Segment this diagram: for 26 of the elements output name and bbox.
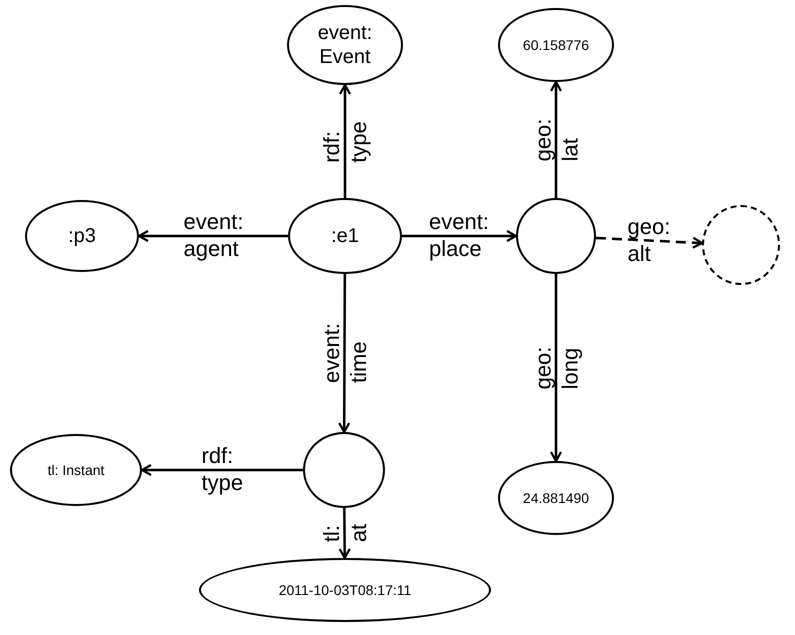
arrow [402,230,518,242]
node-label: 24.881490 [522,490,590,506]
node-label: 2011-10-03T08:17:11 [278,582,412,598]
node-label: 60.158776 [522,36,590,54]
arrow [138,230,288,242]
arrow [140,464,303,476]
arrow [550,80,562,198]
node-label: :p3 [68,224,96,248]
node-label: :e1 [331,224,359,248]
edge-label: event: agent [184,208,244,262]
node-label: tl: Instant [48,462,104,478]
arrow [338,508,351,560]
edge-label: tl: at [318,524,372,542]
edge-label: geo: lat [528,118,583,162]
edge-label: geo: long [528,346,583,389]
edge-label: event: place [429,208,489,262]
arrow [338,84,352,198]
edge-label: rdf: type [318,120,372,162]
node-label: event: Event [316,21,374,69]
arrow [596,236,704,249]
arrow [550,274,562,462]
edge-label: event: time [317,323,372,383]
circle-node [702,205,780,285]
arrow [338,274,350,434]
edge-label: geo: alt [627,212,670,267]
edge-label: rdf: type [202,442,244,496]
